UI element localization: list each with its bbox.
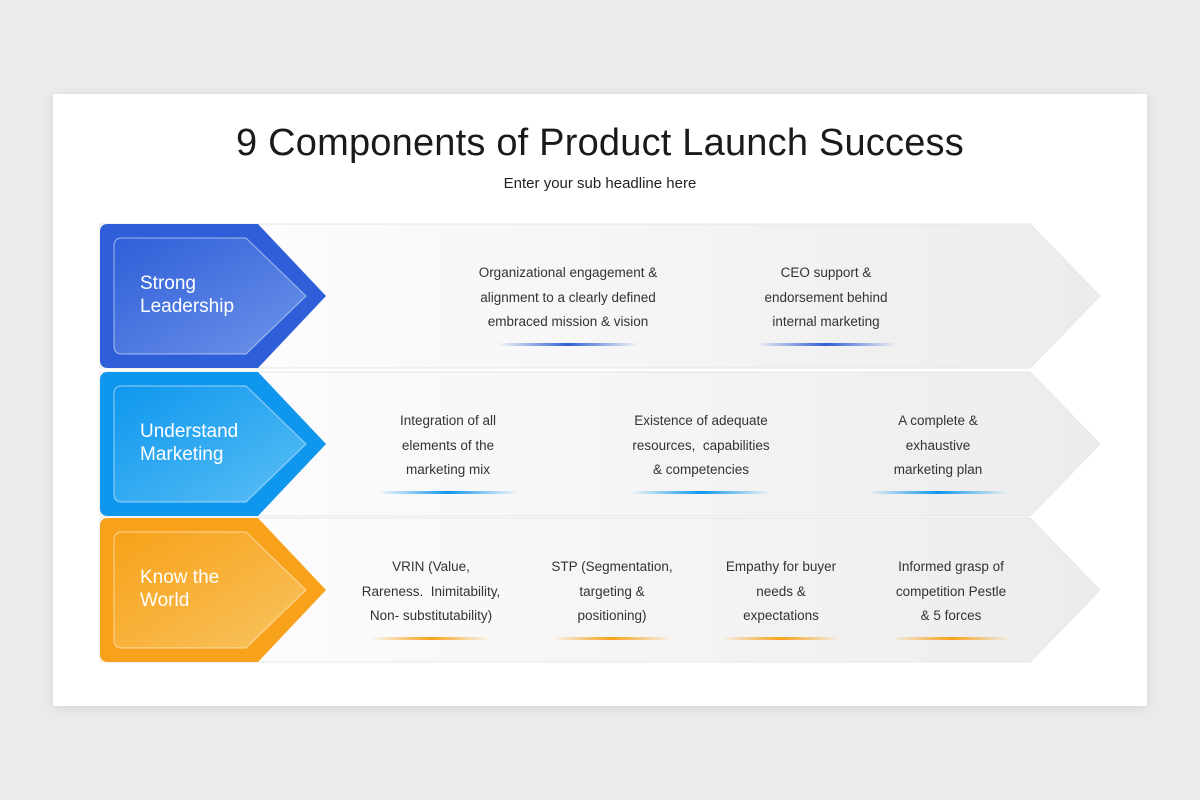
row-arrow-inner [113,385,307,503]
component-item: A complete & exhaustive marketing plan [838,409,1038,483]
component-item-text: A complete & exhaustive marketing plan [893,413,983,477]
row-arrow-inner [113,531,307,649]
component-item-text: STP (Segmentation, targeting & positioni… [551,559,673,623]
component-item: Existence of adequate resources, capabil… [601,409,801,483]
component-item: Informed grasp of competition Pestle & 5… [866,555,1036,629]
row-label-line1: Understand [140,421,239,442]
row-label-line2: Marketing [140,444,224,465]
component-item-text: Integration of all elements of the marke… [399,413,497,477]
item-underline [378,491,518,494]
item-underline [552,637,672,640]
page-subtitle: Enter your sub headline here [503,175,697,192]
row-label-line1: Strong [140,273,196,294]
component-item: Empathy for buyer needs & expectations [696,555,866,629]
row-label-line2: Leadership [140,296,235,317]
component-item-text: Existence of adequate resources, capabil… [632,413,770,477]
item-underline [371,637,491,640]
item-underline [891,637,1011,640]
item-underline [868,491,1008,494]
row-arrow-inner [113,237,307,355]
item-underline [721,637,841,640]
component-item-text: Empathy for buyer needs & expectations [725,559,837,623]
row-label-line2: World [140,590,190,611]
component-item: STP (Segmentation, targeting & positioni… [527,555,697,629]
item-underline [631,491,771,494]
component-item: Organizational engagement & alignment to… [458,261,678,335]
component-item: Integration of all elements of the marke… [348,409,548,483]
component-item-text: VRIN (Value, Rareness. Inimitability, No… [361,559,501,623]
component-item: CEO support & endorsement behind interna… [716,261,936,335]
item-underline [756,343,896,346]
item-underline [498,343,638,346]
component-item-text: CEO support & endorsement behind interna… [764,265,888,329]
component-item: VRIN (Value, Rareness. Inimitability, No… [346,555,516,629]
row-label-line1: Know the [140,567,220,588]
page-title: 9 Components of Product Launch Success [236,122,964,164]
component-item-text: Informed grasp of competition Pestle & 5… [895,559,1007,623]
component-item-text: Organizational engagement & alignment to… [478,265,658,329]
